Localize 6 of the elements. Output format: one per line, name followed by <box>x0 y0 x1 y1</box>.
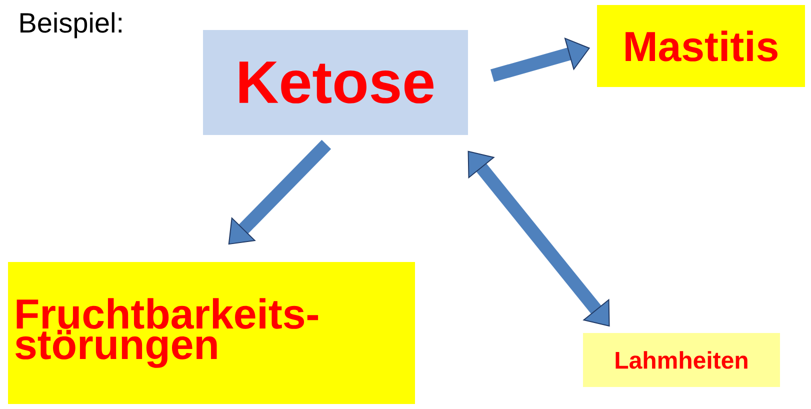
text-box: Fruchtbarkeits- störungen <box>8 262 415 404</box>
label-text: Beispiel: <box>20 12 122 38</box>
block-arrow <box>228 140 332 245</box>
text-box: Mastitis <box>597 5 805 87</box>
text-box: Lahmheiten <box>583 333 780 387</box>
text-box: Ketose <box>203 30 468 135</box>
